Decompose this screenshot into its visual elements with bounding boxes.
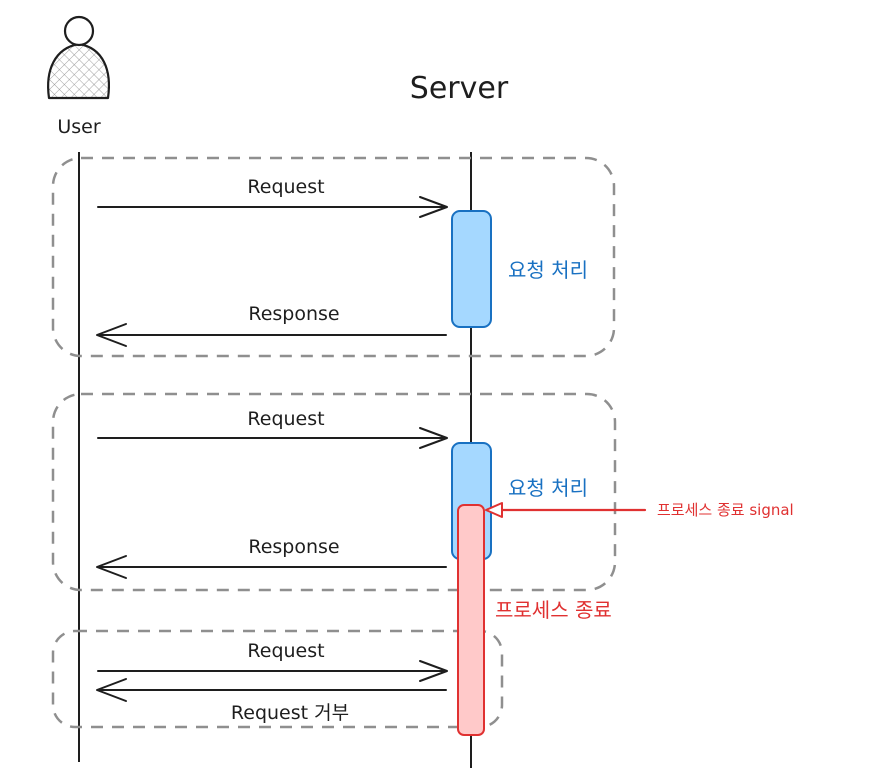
response-arrow-2: [96, 555, 447, 579]
processing-bar-1: [451, 210, 492, 328]
termination-bar: [457, 504, 485, 736]
user-icon: [47, 15, 110, 100]
processing-label-1: 요청 처리: [508, 258, 588, 282]
exchange-group-3: [51, 629, 504, 729]
response-label-2: Response: [248, 536, 339, 558]
termination-signal-arrow: [485, 502, 647, 518]
reject-arrow: [96, 678, 447, 702]
server-label: Server: [410, 71, 509, 106]
response-label-1: Response: [248, 303, 339, 325]
exchange-group-1: [51, 156, 616, 358]
reject-label: Request 거부: [231, 702, 349, 724]
request-label-3: Request: [247, 640, 324, 662]
processing-label-2: 요청 처리: [508, 476, 588, 500]
request-arrow-3: [97, 660, 448, 682]
request-arrow-1: [97, 196, 448, 218]
request-label-1: Request: [247, 176, 324, 198]
exchange-group-2: [51, 392, 617, 592]
request-label-2: Request: [247, 408, 324, 430]
response-arrow-1: [96, 323, 447, 347]
termination-signal-label: 프로세스 종료 signal: [657, 501, 794, 519]
request-arrow-2: [97, 427, 448, 449]
termination-process-label: 프로세스 종료: [495, 598, 612, 622]
user-label: User: [57, 116, 100, 138]
